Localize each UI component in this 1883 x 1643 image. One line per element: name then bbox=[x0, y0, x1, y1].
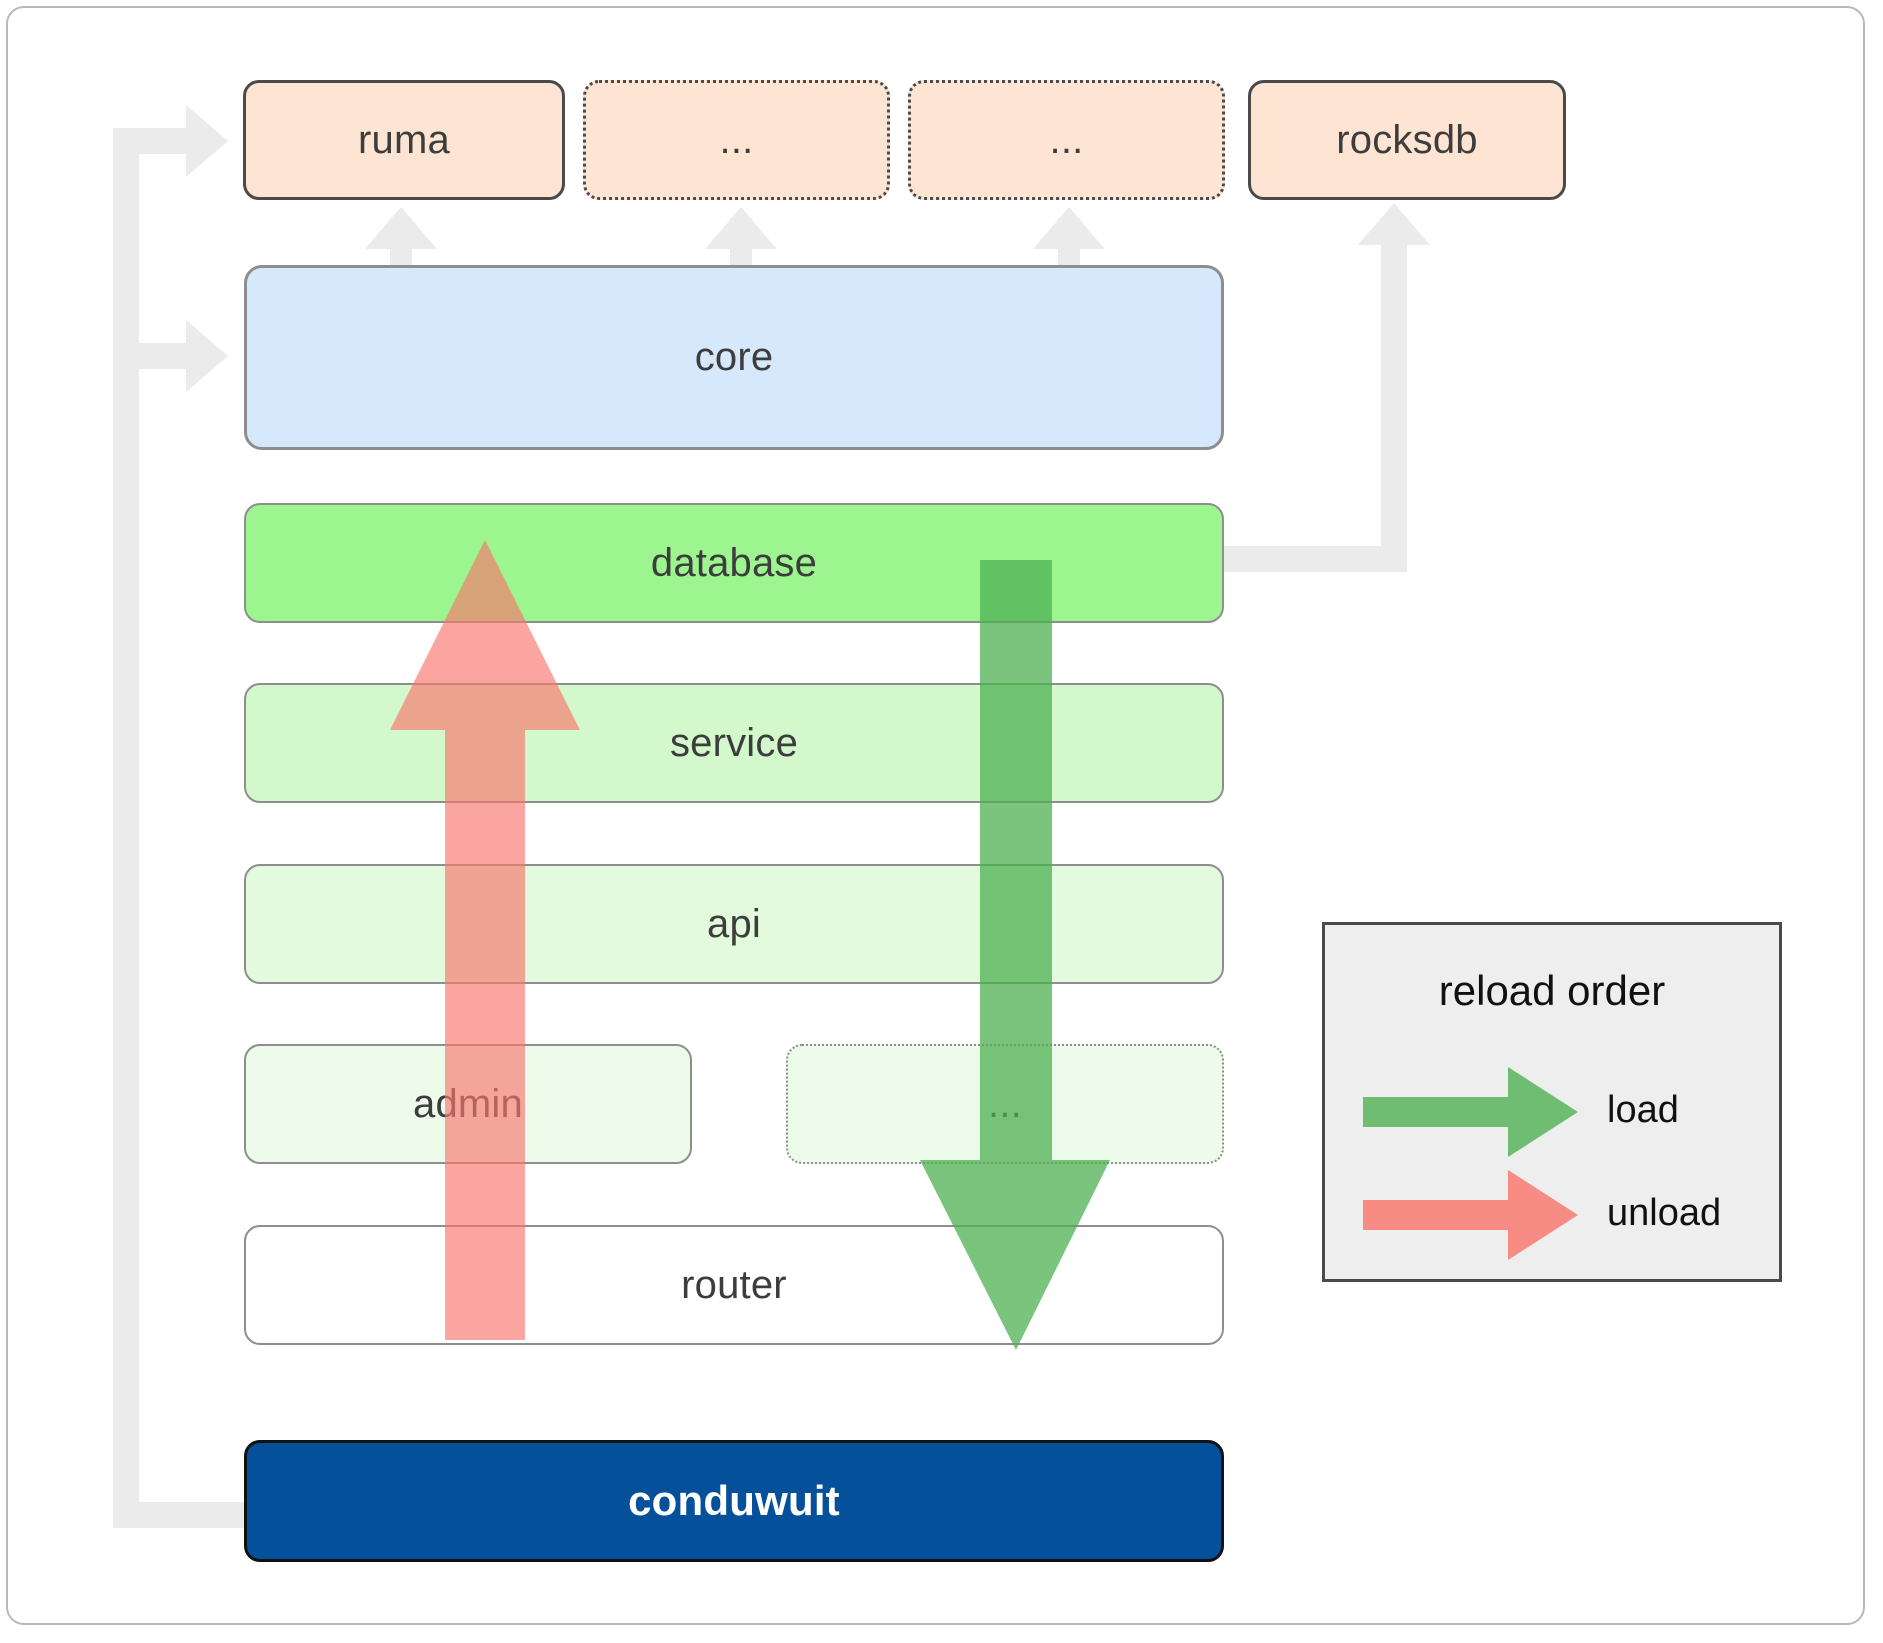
connector-to-core-stem bbox=[113, 343, 188, 369]
crate-label: ruma bbox=[358, 117, 450, 162]
connector-core-to-dots1-head bbox=[705, 207, 777, 249]
connector-to-ruma-stem bbox=[113, 128, 188, 154]
crate-label: ... bbox=[719, 117, 754, 162]
legend-load-arrow-icon bbox=[1363, 1067, 1578, 1157]
layer-box-core[interactable]: core bbox=[244, 265, 1224, 450]
crate-label: rocksdb bbox=[1336, 117, 1478, 162]
layer-label: router bbox=[681, 1262, 787, 1307]
connector-db-to-rocksdb-horizontal bbox=[1215, 546, 1407, 572]
crate-box-rocksdb[interactable]: rocksdb bbox=[1248, 80, 1566, 200]
unload-arrow bbox=[390, 540, 580, 1340]
legend-title: reload order bbox=[1438, 967, 1666, 1014]
connector-core-to-ruma-head bbox=[365, 207, 437, 249]
connector-left-spine bbox=[113, 128, 139, 1528]
legend-panel: reload order load unload bbox=[1322, 922, 1782, 1282]
legend-unload-label: unload bbox=[1607, 1192, 1722, 1234]
layer-box-api[interactable]: api bbox=[244, 864, 1224, 984]
connector-to-ruma-arrow bbox=[186, 105, 228, 177]
connector-bottom-to-app bbox=[113, 1502, 253, 1528]
layer-label: service bbox=[669, 720, 799, 765]
legend-unload-arrow-icon bbox=[1363, 1170, 1578, 1260]
app-box-conduwuit[interactable]: conduwuit bbox=[244, 1440, 1224, 1562]
crate-label: ... bbox=[1049, 117, 1084, 162]
layer-box-database[interactable]: database bbox=[244, 503, 1224, 623]
layer-label: core bbox=[694, 335, 774, 379]
layer-label: database bbox=[650, 540, 818, 585]
load-arrow bbox=[920, 560, 1110, 1350]
connector-db-to-rocksdb-head bbox=[1358, 203, 1430, 245]
crate-box-placeholder-1[interactable]: ... bbox=[583, 80, 890, 200]
app-label: conduwuit bbox=[628, 1477, 840, 1524]
crate-box-ruma[interactable]: ruma bbox=[243, 80, 565, 200]
connector-db-to-rocksdb-vertical bbox=[1381, 218, 1407, 558]
legend-load-label: load bbox=[1607, 1089, 1679, 1131]
crate-box-placeholder-2[interactable]: ... bbox=[908, 80, 1225, 200]
connector-to-core-arrow bbox=[186, 320, 228, 392]
layer-label: api bbox=[707, 901, 761, 946]
connector-core-to-dots2-head bbox=[1033, 207, 1105, 249]
